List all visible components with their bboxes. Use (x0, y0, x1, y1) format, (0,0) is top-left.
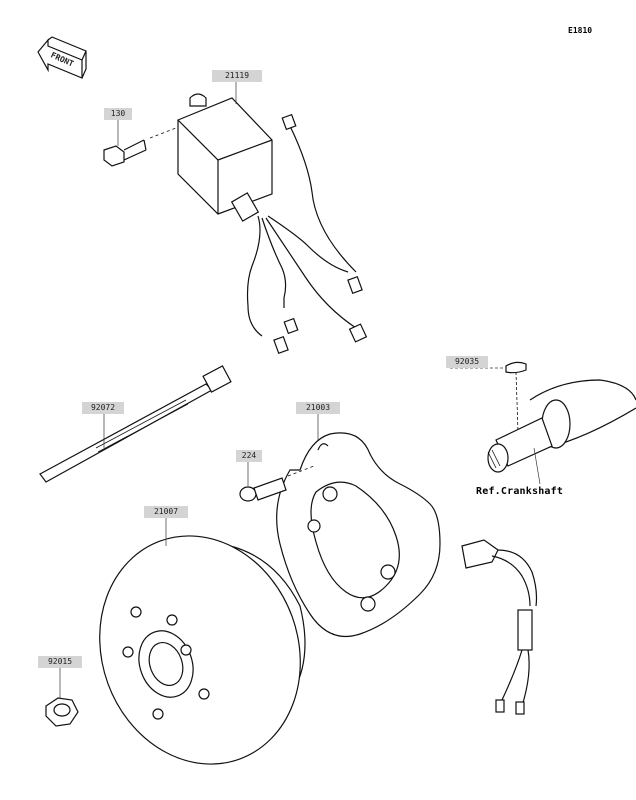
bolt-130-part (103, 127, 177, 167)
flywheel-21007-part (99, 535, 306, 765)
diagram-code: E1810 (568, 26, 593, 35)
part-label-224[interactable]: 224 (236, 450, 262, 462)
connector-part (495, 609, 533, 715)
front-arrow-icon (37, 36, 87, 79)
screw-224-part (239, 465, 315, 502)
part-label-21003[interactable]: 21003 (296, 402, 340, 414)
part-label-92072[interactable]: 92072 (82, 402, 124, 414)
part-label-92035[interactable]: 92035 (446, 356, 488, 368)
cdi-unit-part (177, 93, 368, 355)
leader-lines (59, 82, 504, 698)
part-label-130[interactable]: 130 (104, 108, 132, 120)
stator-21003-part (276, 432, 538, 638)
crankshaft-part (487, 361, 636, 485)
part-label-92015[interactable]: 92015 (38, 656, 82, 668)
part-label-21119[interactable]: 21119 (212, 70, 262, 82)
nut-92015-part (45, 697, 79, 727)
ref-crankshaft-label: Ref.Crankshaft (476, 486, 564, 497)
strap-92072-part (39, 365, 232, 483)
part-label-21007[interactable]: 21007 (144, 506, 188, 518)
